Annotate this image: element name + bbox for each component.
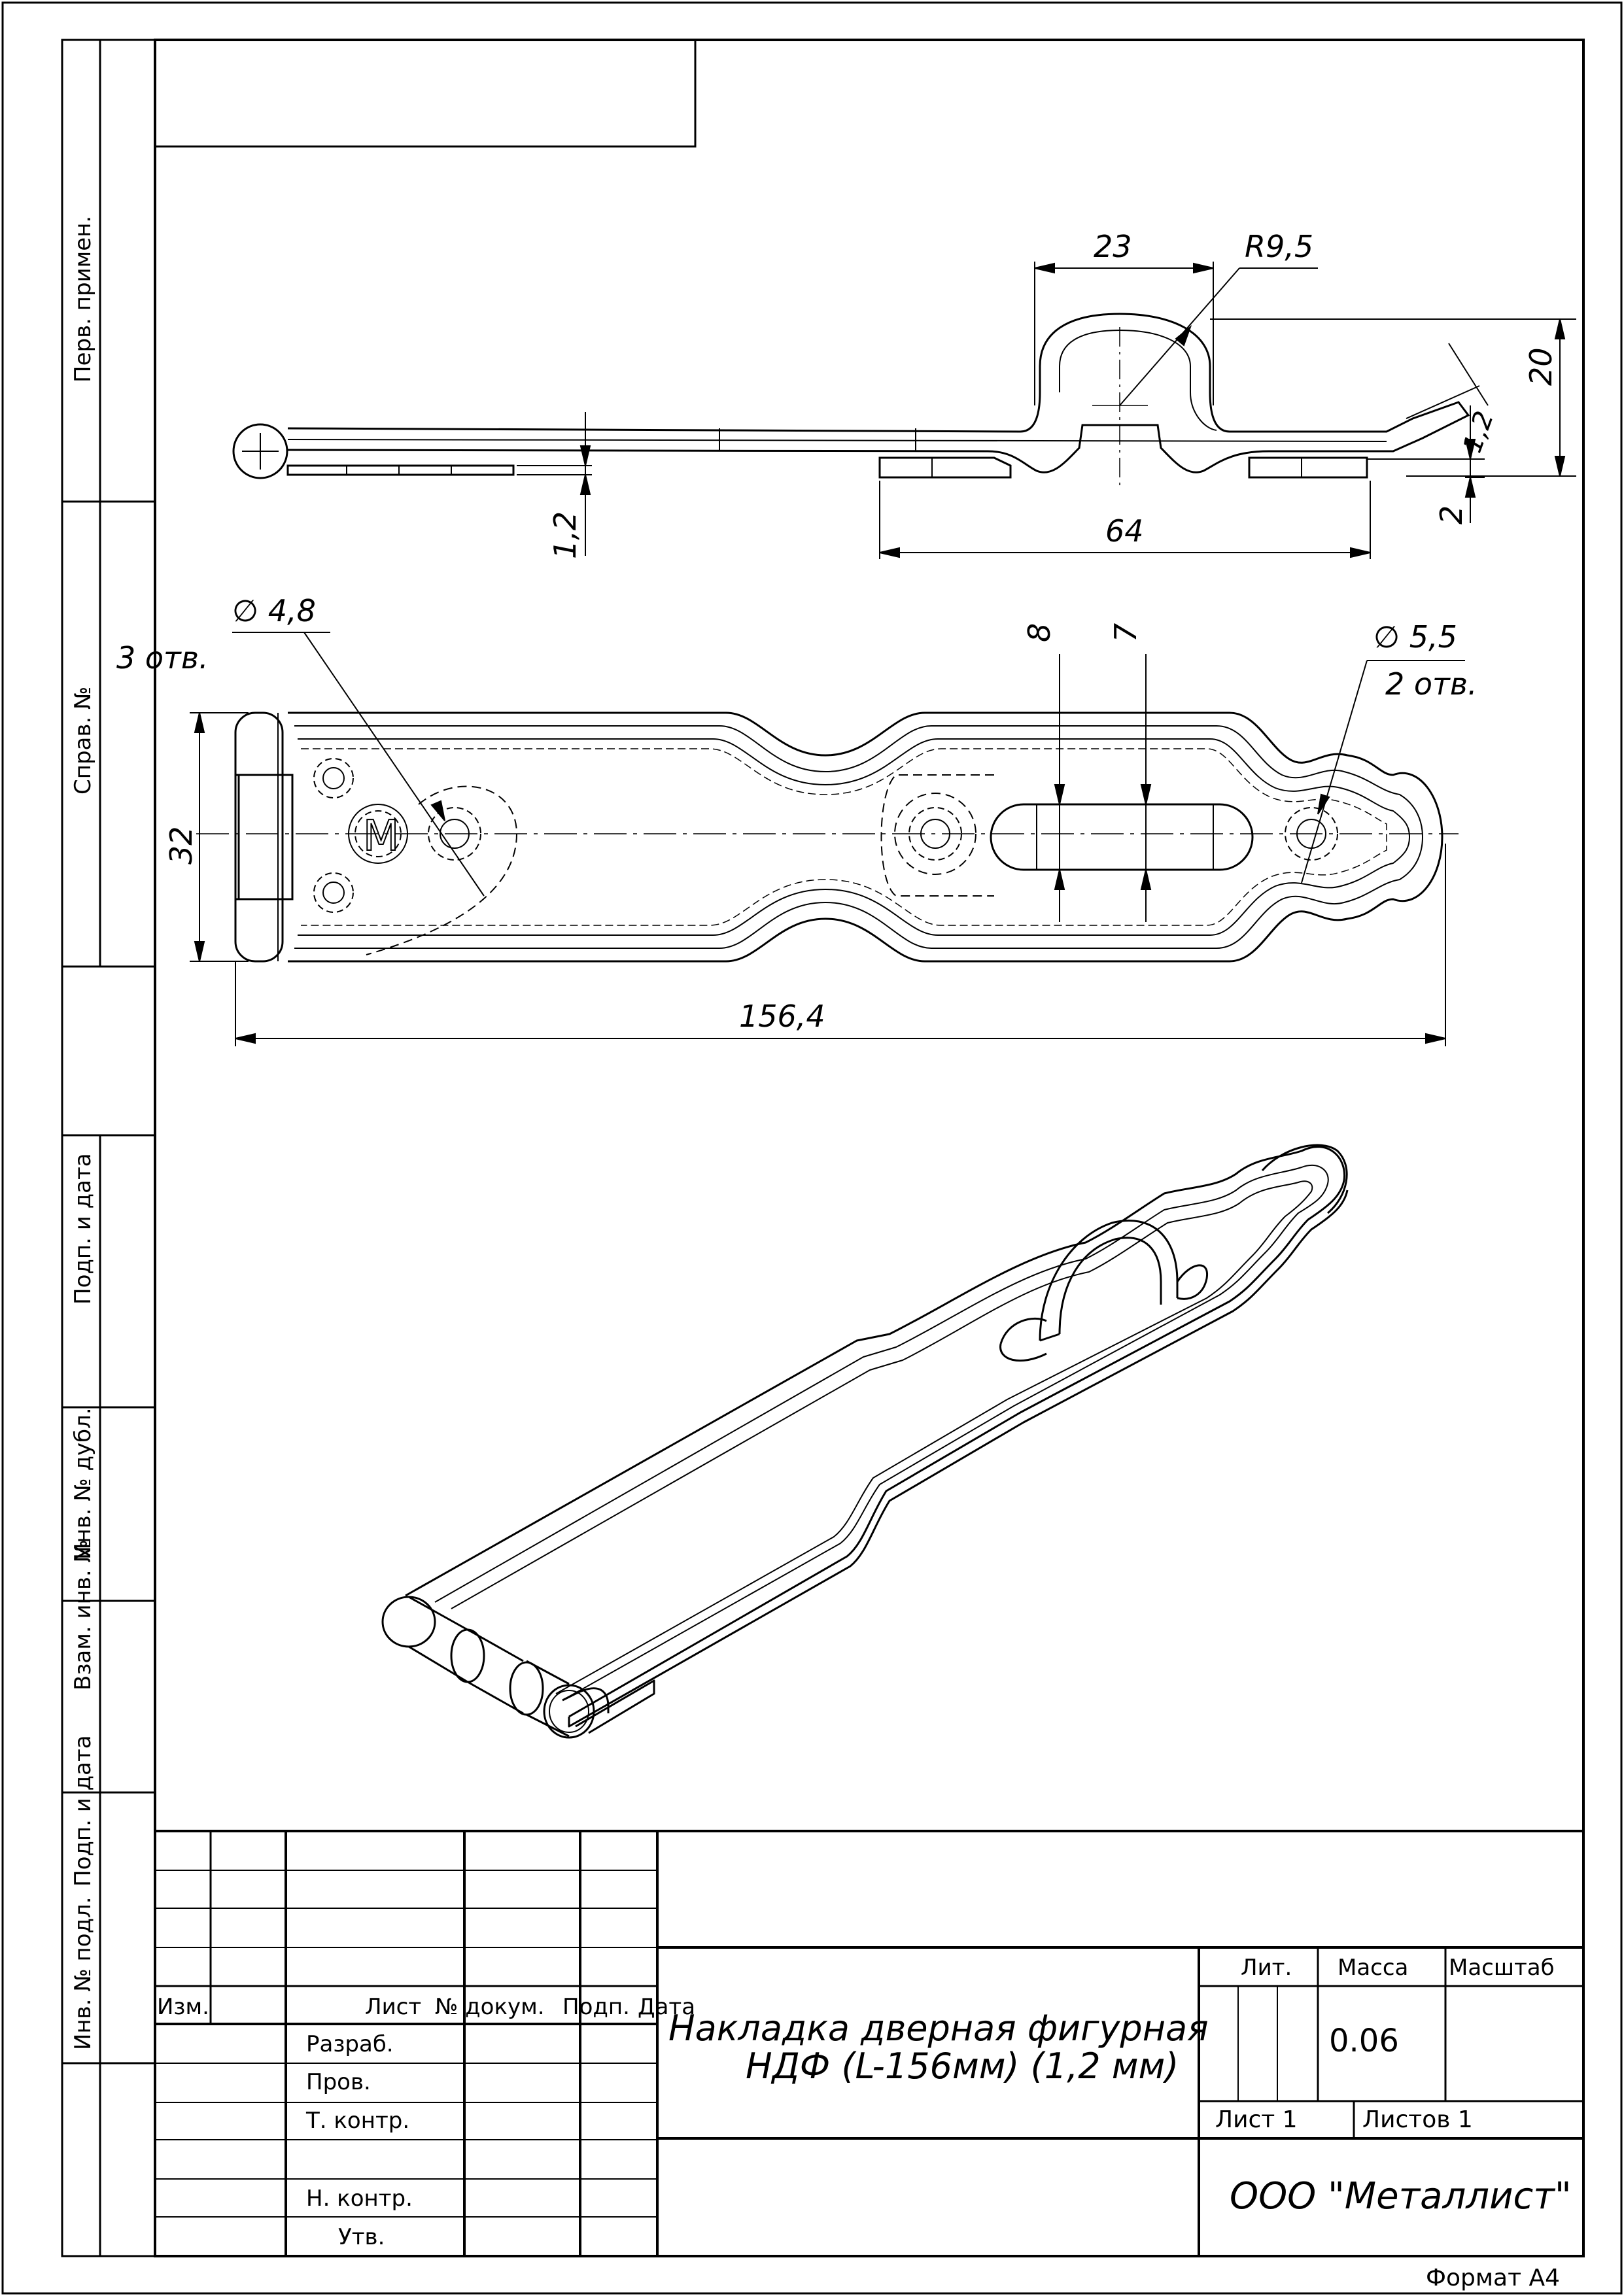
side-label-inv-podl: Инв. № подл. bbox=[70, 1896, 96, 2050]
top-view-dimensions bbox=[190, 632, 1465, 1046]
dim-slot-7: 7 bbox=[1108, 623, 1143, 642]
drawing-title-line1: Накладка дверная фигурная bbox=[668, 2008, 1209, 2049]
top-view bbox=[196, 711, 1459, 963]
sheets-total: Листов 1 bbox=[1362, 2106, 1473, 2133]
dim-width-23: 23 bbox=[1094, 229, 1132, 264]
side-label-perv-primen: Перв. примен. bbox=[70, 216, 96, 383]
sheet-number: Лист 1 bbox=[1215, 2106, 1298, 2133]
drawing-title-line2: НДФ (L-156мм) (1,2 мм) bbox=[746, 2046, 1179, 2087]
masshtab-label: Масштаб bbox=[1449, 1955, 1555, 1981]
dim-hole-55: ∅ 5,5 bbox=[1373, 619, 1457, 655]
dim-small-2: 2 bbox=[1434, 505, 1469, 524]
side-label-podp-data-2: Подп. и дата bbox=[70, 1735, 96, 1887]
side-view bbox=[232, 313, 1470, 487]
side-label-vzam-inv: Взам. инв. № bbox=[70, 1539, 96, 1690]
dim-length-64: 64 bbox=[1105, 513, 1144, 549]
col-doc: № докум. bbox=[435, 1994, 545, 2020]
row-prov: Пров. bbox=[306, 2069, 371, 2095]
side-view-dimensions bbox=[517, 262, 1576, 559]
title-block bbox=[155, 1830, 1583, 2256]
dim-total-1564: 156,4 bbox=[739, 999, 825, 1034]
company-name: ООО "Металлист" bbox=[1230, 2175, 1572, 2218]
dim-slot-8: 8 bbox=[1022, 623, 1057, 642]
dim-hole-48: ∅ 4,8 bbox=[232, 593, 316, 628]
dim-holes-3: 3 отв. bbox=[116, 640, 209, 676]
row-razrab: Разраб. bbox=[306, 2031, 394, 2057]
side-label-sprav-no: Справ. № bbox=[70, 687, 96, 795]
massa-label: Масса bbox=[1338, 1955, 1408, 1981]
dim-holes-2: 2 отв. bbox=[1385, 666, 1477, 702]
row-utv: Утв. bbox=[338, 2224, 385, 2250]
col-list: Лист bbox=[365, 1994, 421, 2020]
side-label-inv-dubl: Инв. № дубл. bbox=[70, 1407, 96, 1560]
dim-width-32: 32 bbox=[164, 826, 199, 865]
dim-radius: R9,5 bbox=[1245, 229, 1313, 264]
col-podp: Подп. bbox=[562, 1994, 630, 2020]
side-label-podp-data-1: Подп. и дата bbox=[70, 1153, 96, 1305]
dim-thickness-12: 1,2 bbox=[547, 511, 583, 559]
stamp-letter: M bbox=[363, 812, 399, 861]
row-n-kontr: Н. контр. bbox=[306, 2185, 413, 2212]
lit-label: Лит. bbox=[1241, 1955, 1292, 1981]
massa-value: 0.06 bbox=[1329, 2023, 1399, 2059]
isometric-view bbox=[381, 1144, 1349, 1739]
row-t-kontr: Т. контр. bbox=[305, 2108, 409, 2134]
format-label: Формат А4 bbox=[1426, 2265, 1560, 2291]
col-izm: Изм. bbox=[157, 1994, 209, 2020]
dim-height-20: 20 bbox=[1523, 347, 1559, 386]
col-data: Дата bbox=[638, 1994, 695, 2020]
